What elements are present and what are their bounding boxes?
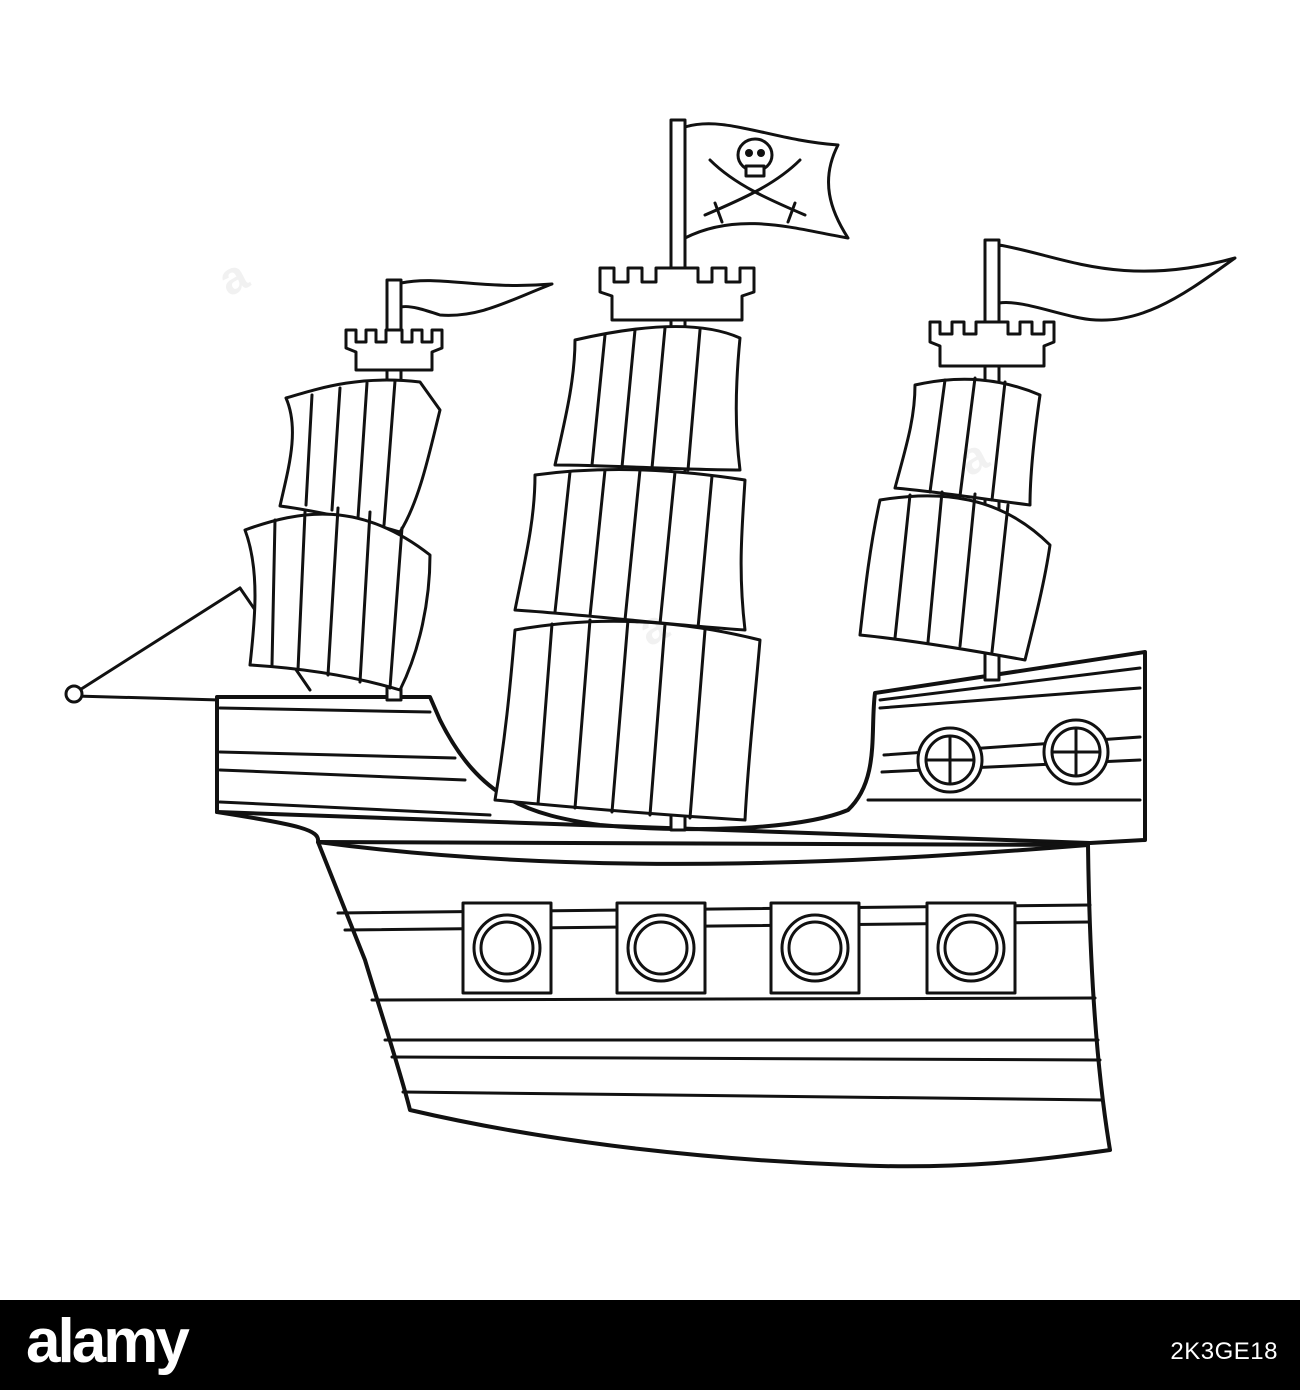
- porthole-icon: [925, 901, 1017, 995]
- porthole-icon: [615, 901, 707, 995]
- mizzen-mast: [858, 238, 1237, 682]
- pennant-icon: [997, 243, 1237, 322]
- main-mast: [493, 118, 850, 832]
- crossed-swords-icon: [703, 158, 807, 224]
- stern-windows: [916, 718, 1110, 794]
- skull-icon: [736, 137, 774, 178]
- porthole-icon: [916, 726, 984, 794]
- illustration-canvas: a a a: [64, 118, 1237, 1169]
- gun-port-row: [461, 901, 1017, 995]
- image-id: 2K3GE18: [1170, 1338, 1278, 1365]
- porthole-icon: [1042, 718, 1110, 786]
- pennant-icon: [399, 279, 554, 317]
- footer-bar: alamy 2K3GE18: [0, 1300, 1300, 1390]
- porthole-icon: [769, 901, 861, 995]
- porthole-icon: [461, 901, 553, 995]
- fore-mast: [243, 278, 554, 702]
- pirate-ship-illustration: [64, 118, 1237, 1169]
- jolly-roger-flag-icon: [683, 122, 850, 240]
- alamy-logo[interactable]: alamy: [26, 1307, 190, 1376]
